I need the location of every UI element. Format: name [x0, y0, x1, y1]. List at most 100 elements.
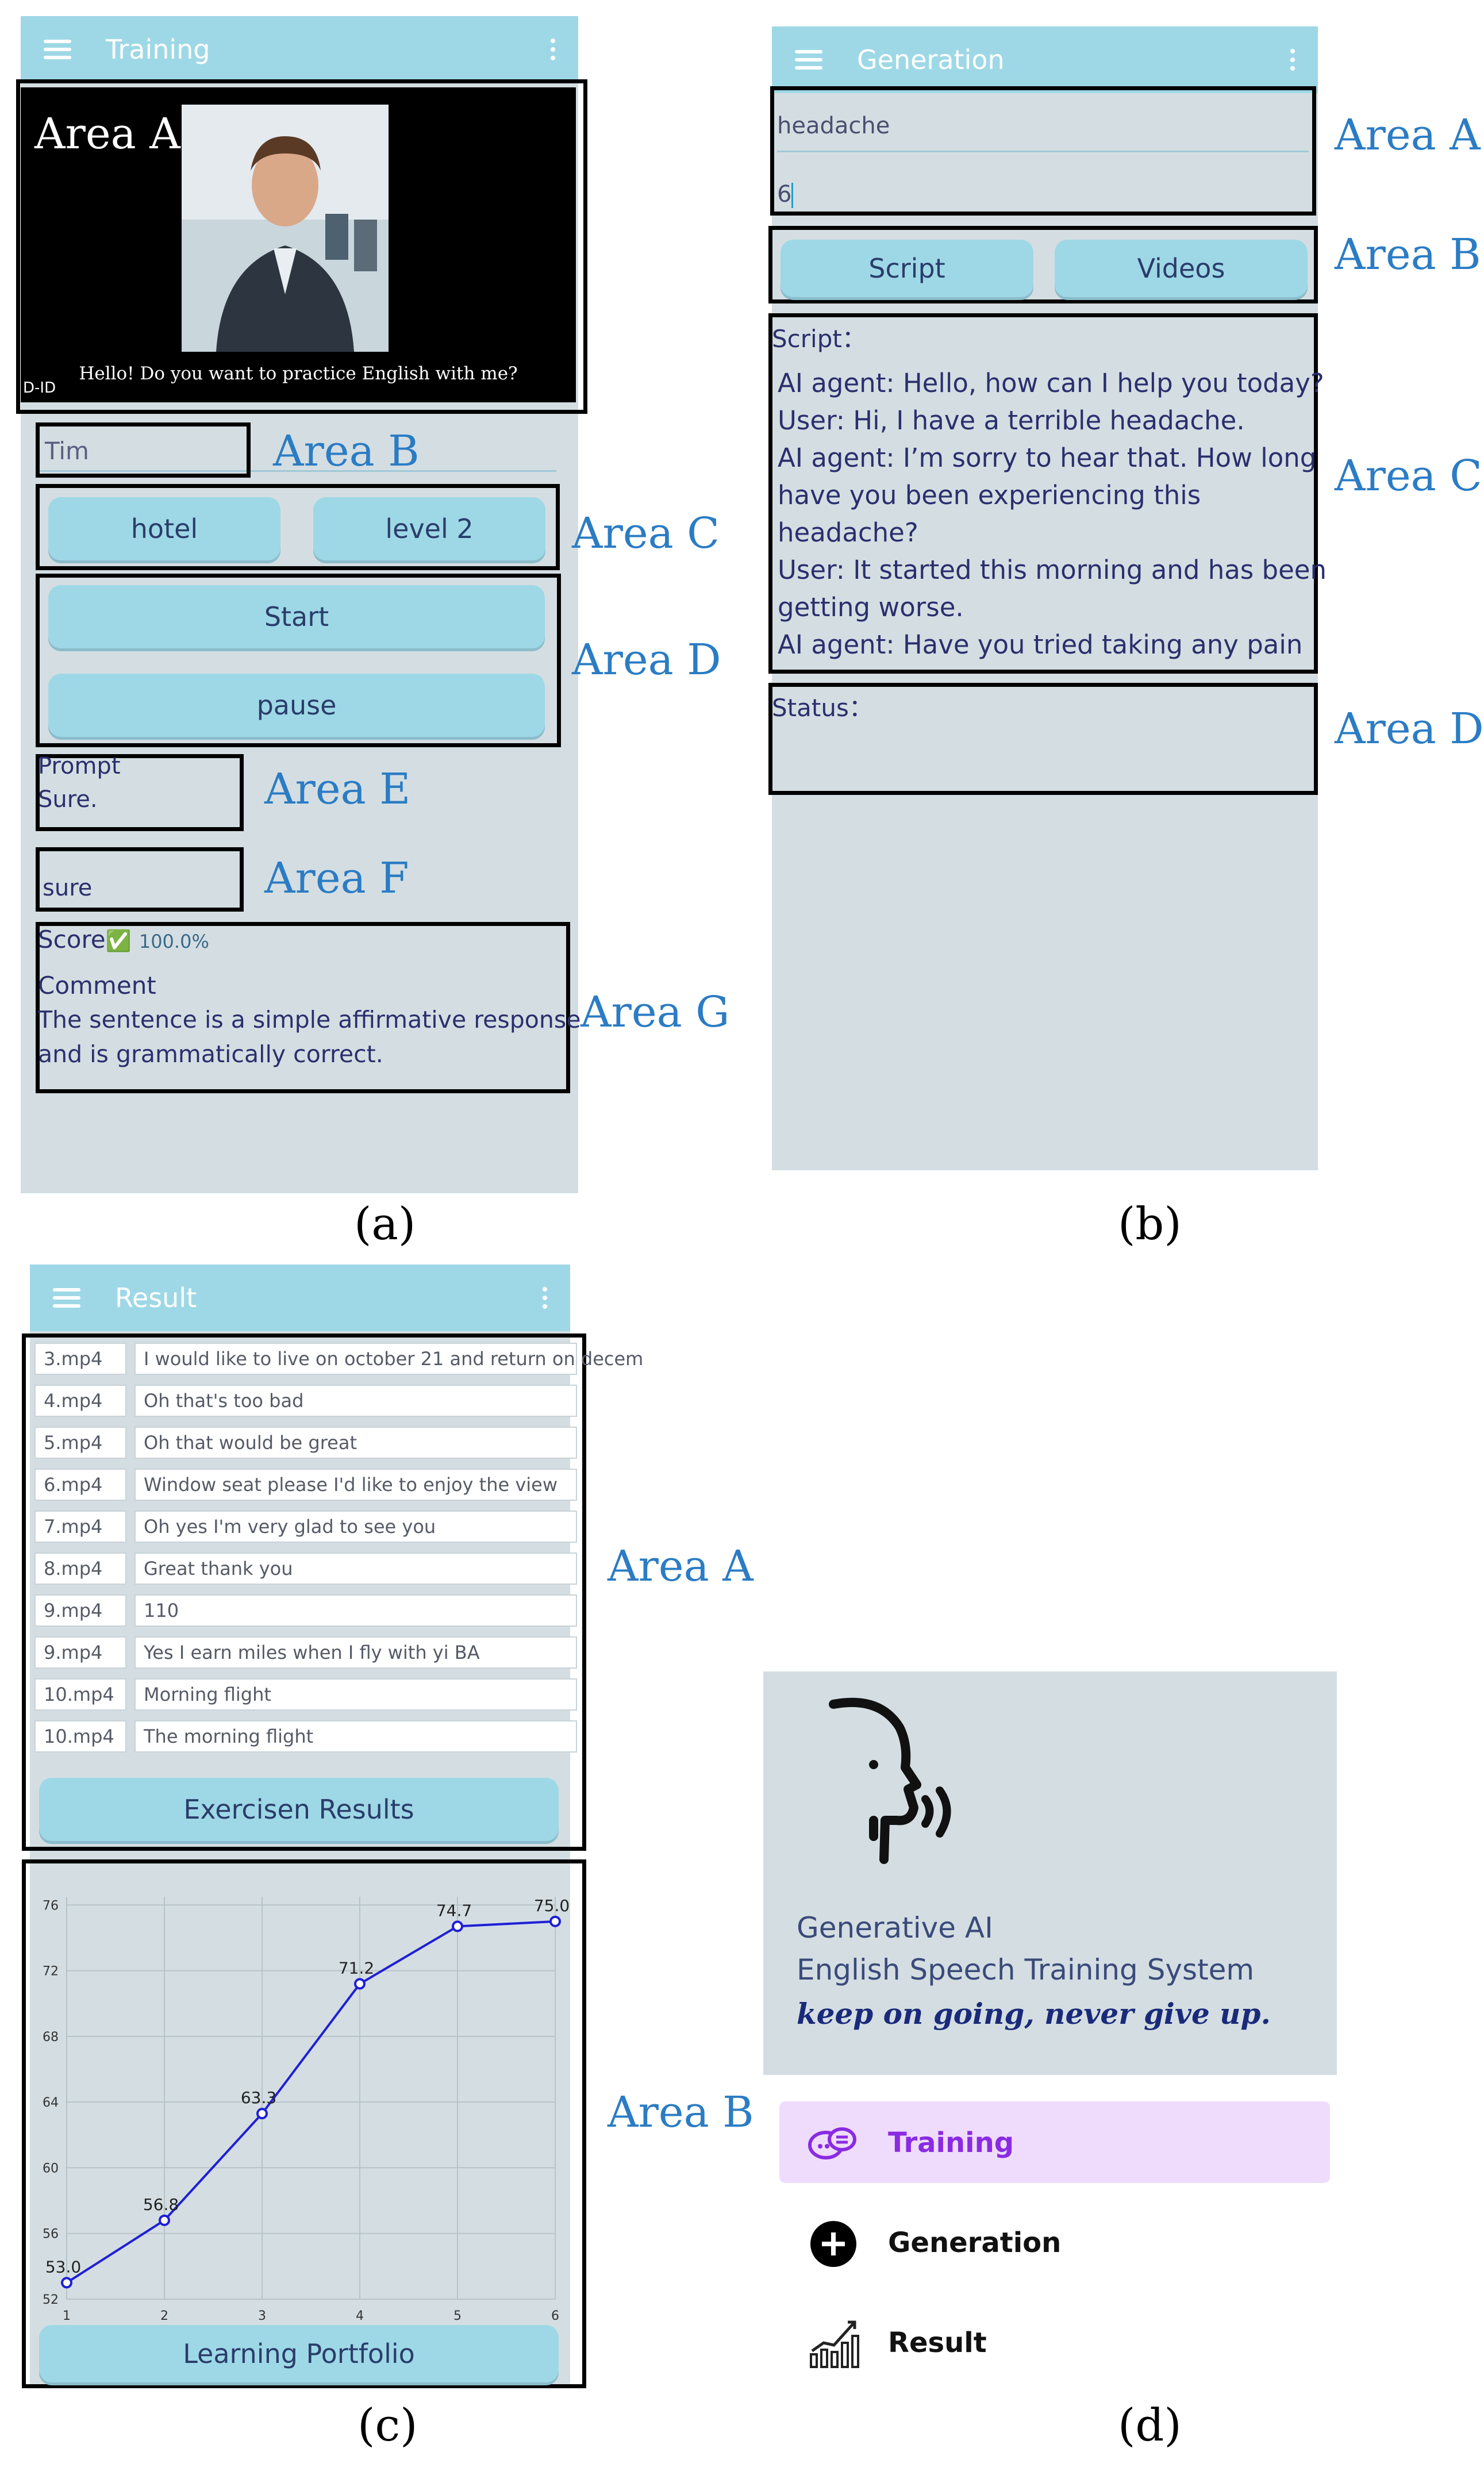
caption-b: (b) — [1118, 1198, 1182, 1250]
y-tick-label: 68 — [43, 2030, 59, 2045]
area-b-frame — [22, 1859, 586, 2388]
area-b-label: Area B — [273, 426, 420, 476]
script-line: headache? — [778, 517, 918, 548]
comment-label: Comment — [38, 971, 156, 1000]
comment-line-2: and is grammatically correct. — [38, 1040, 383, 1068]
area-d-label: Area D — [572, 635, 721, 685]
speaking-head-logo — [829, 1697, 951, 1864]
x-tick-label: 4 — [356, 2309, 364, 2323]
data-label: 74.7 — [436, 1901, 472, 1920]
area-d-frame — [36, 574, 561, 747]
prompt-text: Sure. — [38, 786, 98, 813]
x-tick-label: 2 — [160, 2309, 168, 2323]
script-line: AI agent: Hello, how can I help you toda… — [778, 368, 1324, 398]
menu-icon[interactable] — [795, 50, 822, 70]
list-item-text: Oh that's too bad — [134, 1385, 577, 1417]
name-field-underline — [39, 470, 556, 472]
count-input[interactable]: 6 — [777, 181, 794, 208]
area-f-frame — [36, 847, 244, 912]
list-item-text: Morning flight — [134, 1678, 577, 1711]
area-b-label: Area B — [608, 2088, 754, 2137]
script-line: AI agent: Have you tried taking any pain — [778, 629, 1303, 660]
script-line: User: Hi, I have a terrible headache. — [778, 405, 1245, 436]
nav-item-result[interactable] — [779, 2301, 1330, 2383]
score-label: Score — [38, 925, 106, 954]
nav-label-result: Result — [888, 2327, 987, 2359]
topic-button[interactable]: hotel — [48, 497, 280, 560]
topic-input[interactable]: headache — [777, 113, 890, 139]
more-options-icon[interactable] — [551, 39, 555, 60]
plus-circle-icon — [810, 2221, 856, 2267]
app-name-line-2: English Speech Training System — [797, 1953, 1255, 1986]
data-point — [159, 2214, 170, 2226]
nav-label-generation: Generation — [888, 2227, 1062, 2259]
list-item-text: Yes I earn miles when I fly with yi BA — [134, 1636, 577, 1669]
learning-portfolio-button[interactable]: Learning Portfolio — [39, 2325, 559, 2382]
videos-button[interactable]: Videos — [1055, 240, 1308, 297]
script-button[interactable]: Script — [781, 240, 1033, 297]
area-a-frame — [22, 1334, 586, 1851]
area-b-label: Area B — [1335, 230, 1481, 279]
area-d-label: Area D — [1335, 704, 1484, 754]
results-list[interactable]: 3.mp4 I would like to live on october 21… — [32, 1343, 643, 1768]
area-d-frame — [768, 683, 1318, 795]
nav-label-training: Training — [888, 2127, 1014, 2159]
area-g-label: Area G — [580, 987, 730, 1037]
y-tick-label: 72 — [43, 1965, 59, 1979]
data-point — [354, 1978, 366, 1990]
x-tick-label: 5 — [453, 2309, 462, 2323]
data-point — [61, 2277, 72, 2289]
caption-d: (d) — [1118, 2400, 1182, 2451]
count-value: 6 — [777, 181, 792, 207]
list-item-file: 8.mp4 — [34, 1552, 126, 1585]
list-item-file: 5.mp4 — [34, 1427, 126, 1459]
area-e-label: Area E — [264, 764, 411, 814]
area-e-frame — [36, 754, 244, 831]
menu-icon[interactable] — [44, 40, 71, 59]
list-item-text: Oh yes I'm very glad to see you — [134, 1511, 577, 1543]
more-options-icon[interactable] — [1290, 49, 1295, 71]
app-drawer-header — [763, 1671, 1337, 2075]
y-tick-label: 52 — [43, 2293, 59, 2307]
script-label: Script： — [772, 325, 866, 353]
menu-icon[interactable] — [53, 1288, 80, 1308]
area-a-label: Area A — [608, 1542, 753, 1591]
pause-button[interactable]: pause — [48, 674, 545, 737]
more-options-icon[interactable] — [543, 1287, 547, 1309]
script-line: getting worse. — [778, 592, 964, 622]
area-a-frame — [16, 79, 587, 414]
area-c-label: Area C — [1335, 451, 1482, 501]
level-button[interactable]: level 2 — [313, 497, 545, 560]
list-item-file: 10.mp4 — [34, 1678, 126, 1711]
result-appbar: Result — [30, 1265, 570, 1331]
avatar-video[interactable]: D-ID Hello! Do you want to practice Engl… — [21, 87, 576, 402]
script-line: User: It started this morning and has be… — [778, 555, 1327, 585]
area-g-frame — [36, 922, 570, 1093]
list-item-file: 9.mp4 — [34, 1594, 126, 1627]
caption-a: (a) — [354, 1198, 416, 1250]
comment-line-1: The sentence is a simple affirmative res… — [38, 1006, 581, 1033]
nav-item-training[interactable] — [779, 2101, 1330, 2183]
data-point — [256, 2108, 268, 2120]
script-line: AI agent: I’m sorry to hear that. How lo… — [778, 443, 1317, 473]
data-label: 71.2 — [339, 1958, 374, 1977]
list-item-file: 9.mp4 — [34, 1636, 126, 1669]
start-button[interactable]: Start — [48, 585, 545, 648]
x-tick-label: 3 — [258, 2309, 266, 2323]
area-b-frame — [768, 226, 1318, 303]
name-field[interactable]: Tim — [45, 437, 89, 465]
status-label: Status： — [772, 694, 873, 722]
script-text: AI agent: Hello, how can I help you toda… — [778, 368, 1327, 667]
y-tick-label: 76 — [43, 1899, 59, 1913]
generation-appbar: Generation — [772, 26, 1318, 93]
series-line — [66, 1920, 556, 2284]
list-item-text: 110 — [134, 1594, 577, 1627]
y-tick-label: 56 — [43, 2227, 59, 2242]
generation-screen — [772, 26, 1318, 1170]
exercise-results-button[interactable]: Exercisen Results — [39, 1778, 559, 1841]
appbar-title: Training — [106, 34, 210, 65]
list-item-file: 6.mp4 — [34, 1469, 126, 1501]
data-label: 63.3 — [241, 2088, 276, 2107]
list-item-text: Great thank you — [134, 1552, 577, 1585]
y-tick-label: 60 — [43, 2161, 59, 2176]
